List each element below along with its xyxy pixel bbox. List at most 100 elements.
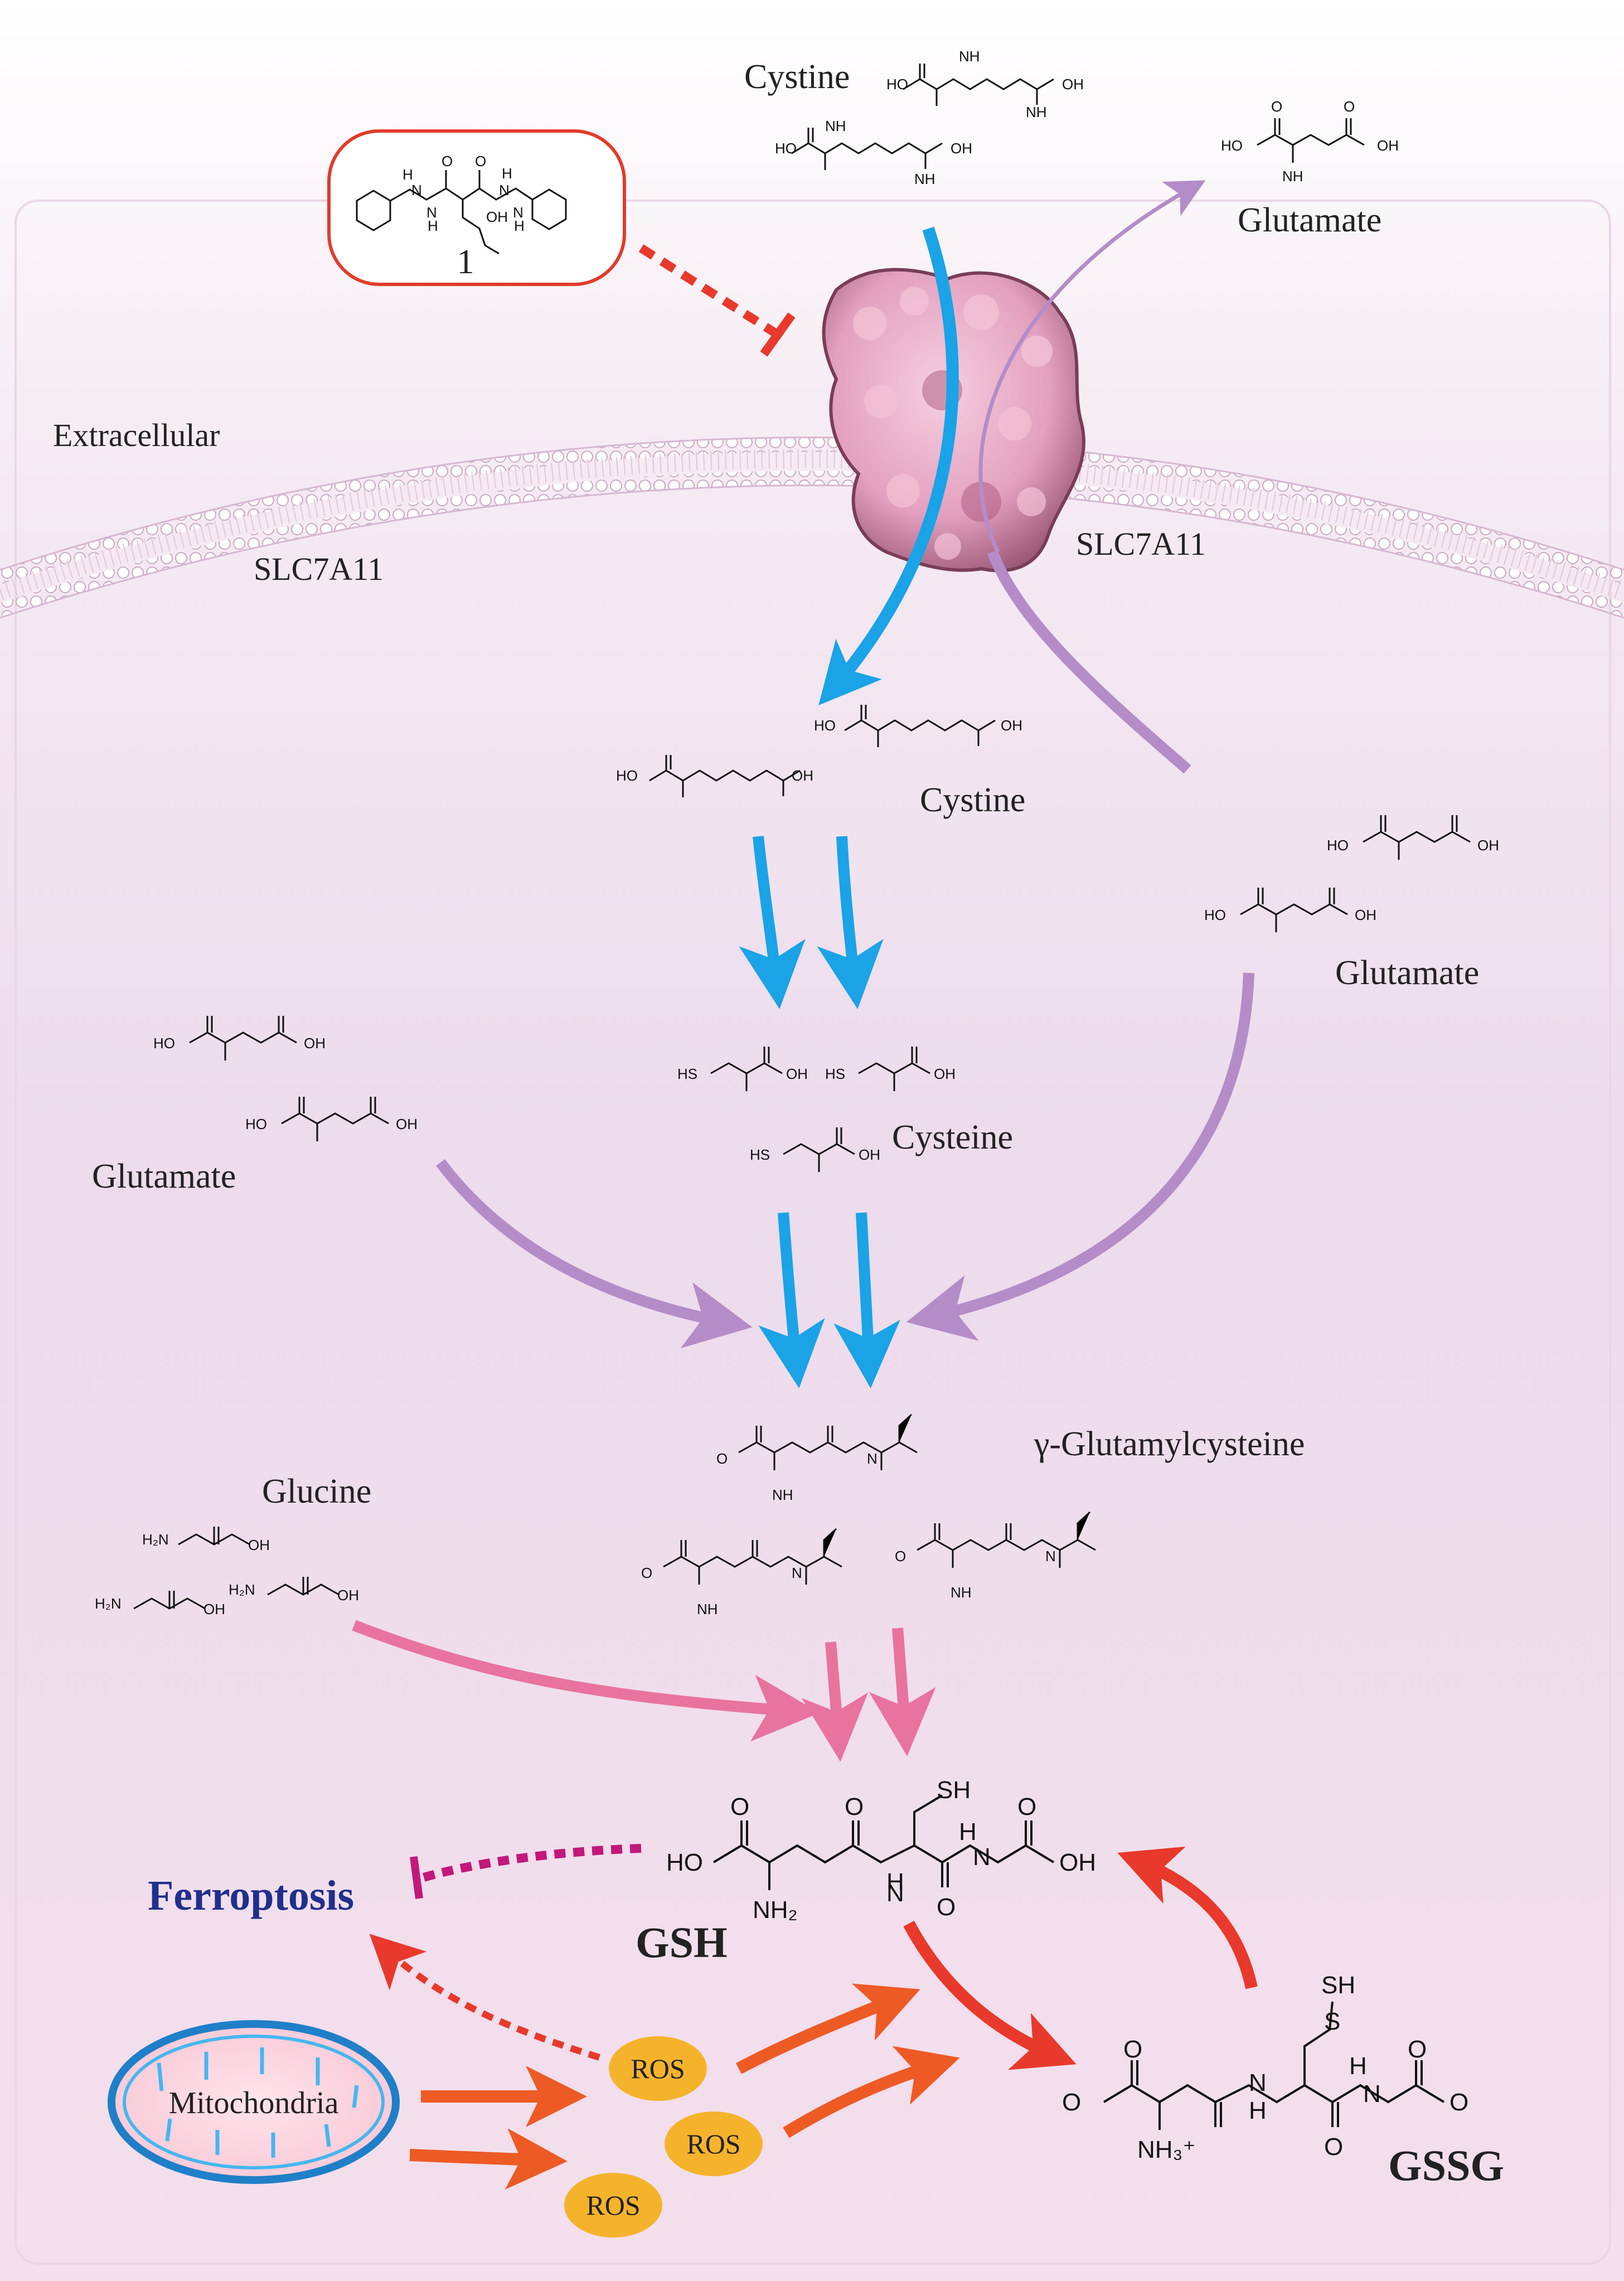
svg-text:O: O (641, 1565, 652, 1581)
svg-text:HO: HO (1221, 137, 1243, 154)
svg-text:HO: HO (616, 767, 638, 784)
inhibition-bar (760, 312, 796, 357)
svg-text:N: N (426, 204, 437, 221)
mitochondria-label: Mitochondria (169, 2086, 339, 2120)
svg-text:HO: HO (886, 76, 908, 93)
svg-text:H: H (1349, 2052, 1367, 2080)
svg-text:H₂N: H₂N (142, 1531, 169, 1548)
svg-text:N: N (411, 182, 422, 198)
svg-text:OH: OH (1001, 717, 1022, 734)
svg-text:HO: HO (814, 717, 836, 734)
cystine-inside-label: Cystine (920, 781, 1025, 819)
svg-text:OH: OH (1377, 137, 1399, 154)
svg-text:O: O (1408, 2036, 1427, 2063)
gsh-molecule: HO O O NH SH HN O O OH NH₂ (666, 1776, 1096, 1924)
cell-boundary (14, 200, 1611, 2265)
svg-text:NH: NH (772, 1486, 793, 1503)
svg-text:SH: SH (937, 1776, 971, 1804)
svg-text:O: O (937, 1893, 956, 1921)
svg-text:NH: NH (951, 1584, 972, 1601)
svg-text:H: H (959, 1818, 977, 1846)
gssg-label: GSSG (1388, 2141, 1504, 2190)
ros-to-ferroptosis-arrow (369, 1934, 600, 2061)
svg-text:OH: OH (1477, 837, 1499, 854)
svg-text:O: O (475, 153, 486, 169)
svg-text:OH: OH (337, 1587, 359, 1604)
mitochondrion-icon (108, 2020, 400, 2184)
slc7a11-left-label: SLC7A11 (254, 551, 384, 587)
ros-label-2: ROS (686, 2128, 740, 2159)
cystine-to-cysteine-arrow-1 (739, 836, 806, 1009)
svg-text:N: N (1363, 2080, 1381, 2108)
svg-text:HO: HO (775, 140, 797, 157)
svg-text:H: H (514, 217, 525, 234)
svg-text:HS: HS (750, 1146, 770, 1163)
svg-text:O: O (1123, 2036, 1142, 2063)
svg-text:SH: SH (1321, 1972, 1355, 1999)
gsh-inhibition-bar (410, 1856, 423, 1899)
svg-text:HS: HS (677, 1066, 697, 1082)
svg-text:OH: OH (786, 1066, 808, 1082)
svg-text:OH: OH (396, 1116, 418, 1132)
svg-text:H: H (428, 217, 438, 234)
svg-text:O: O (1017, 1793, 1036, 1820)
svg-text:H: H (502, 165, 512, 182)
svg-text:OH: OH (934, 1066, 956, 1082)
ros-oxidation-arrow-1 (735, 1983, 920, 2074)
svg-text:NH: NH (697, 1601, 718, 1617)
svg-text:O: O (895, 1548, 906, 1565)
slc7a11-right-label: SLC7A11 (1076, 526, 1206, 562)
cystine-top-label: Cystine (744, 58, 850, 96)
svg-text:N: N (792, 1565, 802, 1581)
svg-text:NH₂: NH₂ (753, 1896, 798, 1924)
svg-text:NH: NH (914, 171, 935, 187)
svg-text:N: N (973, 1843, 991, 1871)
svg-text:OH: OH (1355, 907, 1376, 923)
svg-text:O: O (1450, 2089, 1468, 2116)
svg-text:HO: HO (245, 1116, 267, 1132)
gsh-label: GSH (636, 1918, 728, 1967)
svg-text:O: O (1062, 2089, 1081, 2116)
svg-text:O: O (1324, 2133, 1343, 2161)
svg-text:HO: HO (666, 1849, 703, 1876)
gsh-to-gssg-arrow (903, 1920, 1077, 2070)
gsh-inhibition-line (416, 1844, 642, 1883)
glutamate-antiport-curve (987, 550, 1191, 774)
glutamate-top-label: Glutamate (1238, 201, 1381, 239)
ros-label-1: ROS (631, 2053, 685, 2084)
svg-text:OH: OH (792, 767, 813, 784)
gamma-to-gsh-arrow-2 (869, 1628, 936, 1756)
svg-text:O: O (442, 153, 453, 169)
svg-text:NH: NH (825, 118, 846, 134)
svg-text:H₂N: H₂N (229, 1581, 255, 1598)
svg-text:OH: OH (951, 140, 972, 157)
svg-text:HO: HO (1204, 907, 1226, 923)
extracellular-label: Extracellular (53, 417, 220, 453)
ros-label-3: ROS (586, 2190, 640, 2221)
cysteine-label: Cysteine (892, 1118, 1013, 1156)
svg-text:OH: OH (248, 1537, 270, 1553)
svg-text:O: O (730, 1793, 749, 1820)
svg-text:N: N (499, 182, 510, 198)
svg-text:OH: OH (1059, 1849, 1096, 1876)
cysteine-to-gamma-arrow-2 (833, 1212, 900, 1388)
svg-text:O: O (845, 1793, 864, 1820)
ferroptosis-label: Ferroptosis (148, 1872, 354, 1919)
glutamate-export-arrow (978, 180, 1206, 553)
svg-text:HO: HO (153, 1035, 175, 1052)
ros-bubble-3: ROS (564, 2173, 662, 2238)
svg-text:N: N (867, 1450, 878, 1467)
gamma-glutamylcysteine-label: γ-Glutamylcysteine (1034, 1425, 1305, 1463)
cysteine-to-gamma-arrow-1 (758, 1212, 825, 1388)
glucine-label: Glucine (262, 1473, 371, 1510)
svg-text:NH: NH (1026, 104, 1047, 120)
svg-text:OH: OH (859, 1146, 880, 1163)
svg-text:OH: OH (486, 209, 508, 225)
